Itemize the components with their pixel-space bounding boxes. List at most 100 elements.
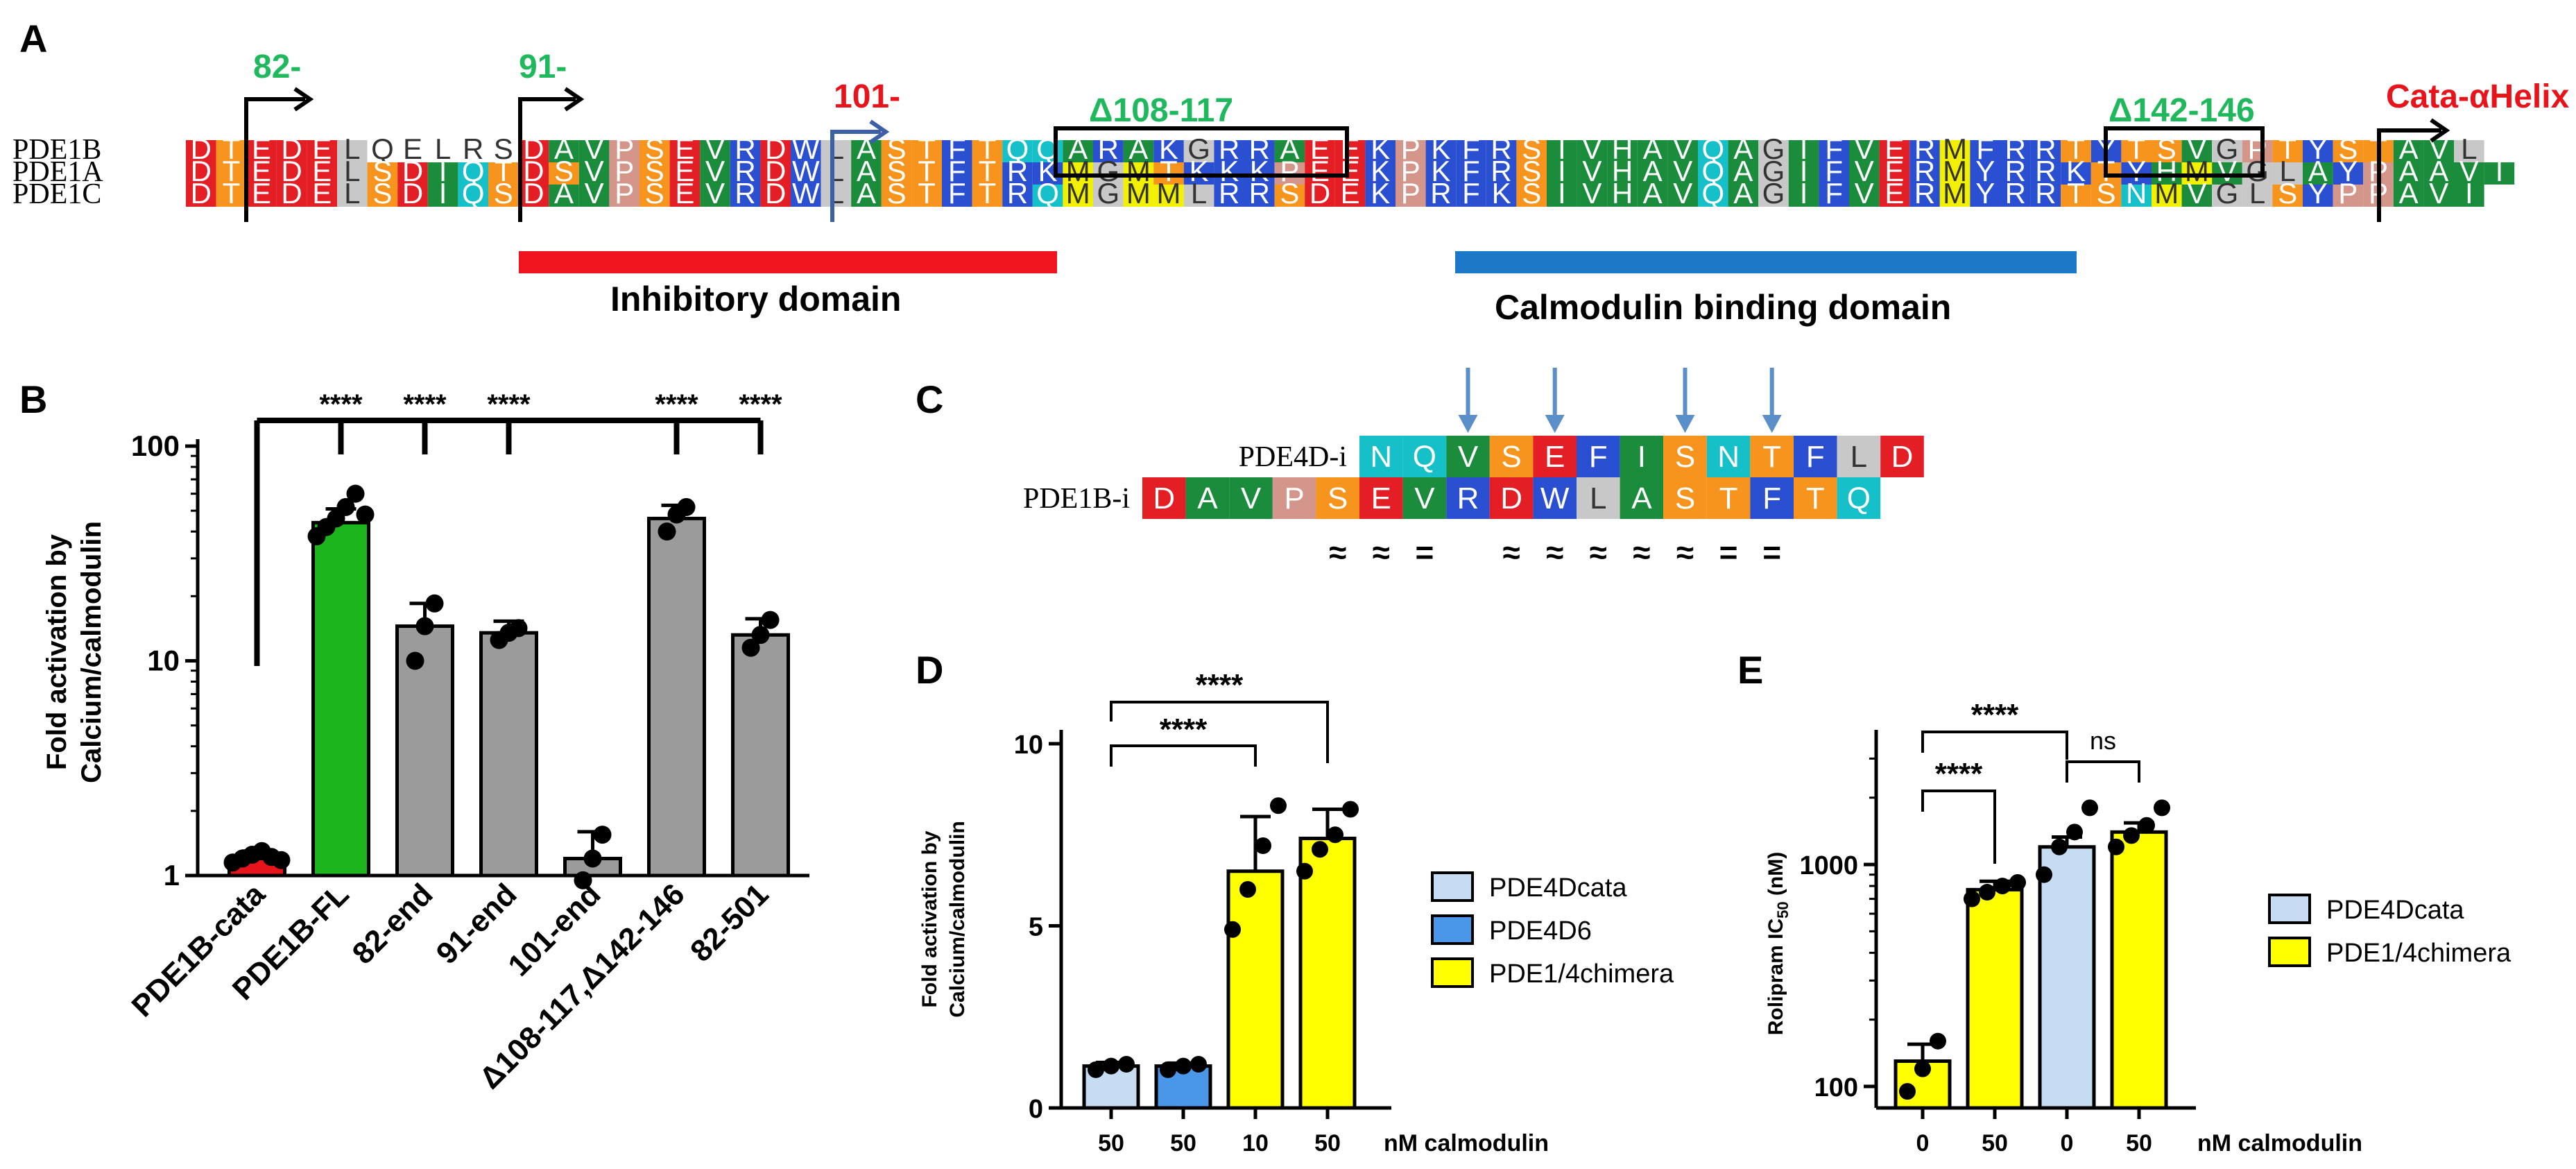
residue-letter: K	[1159, 133, 1178, 165]
residue-letter: P	[2338, 177, 2358, 210]
residue-cell	[1939, 185, 1970, 207]
residue-letter: E	[312, 155, 332, 187]
residue-letter: R	[2035, 133, 2056, 165]
residue-letter: R	[1914, 133, 1935, 165]
residue-letter: A	[1128, 133, 1148, 165]
down-arrow-head	[1545, 415, 1565, 433]
residue-letter: E	[675, 155, 694, 187]
residue-letter: W	[792, 155, 820, 187]
residue-letter: T	[223, 177, 241, 210]
residue-letter: K	[2066, 155, 2086, 187]
residue-letter: R	[1491, 133, 1511, 165]
residue-cell	[458, 162, 488, 185]
residue-letter: N	[1370, 440, 1392, 474]
residue-letter: F	[1825, 155, 1843, 187]
residue-cell	[730, 162, 761, 185]
residue-letter: S	[645, 177, 664, 210]
residue-cell	[1365, 185, 1396, 207]
residue-cell	[246, 140, 277, 162]
residue-letter: M	[1066, 155, 1090, 187]
residue-letter: T	[918, 155, 936, 187]
legend-label: PDE4Dcata	[1489, 873, 1627, 903]
residue-letter: M	[1126, 155, 1151, 187]
residue-letter: Q	[1036, 177, 1059, 210]
bar	[2038, 845, 2096, 1110]
residue-letter: E	[1341, 155, 1360, 187]
data-point	[1160, 1061, 1176, 1078]
residue-cell	[1402, 477, 1447, 519]
residue-letter: W	[792, 177, 820, 210]
residue-letter: E	[1341, 177, 1360, 210]
residue-letter: D	[402, 155, 423, 187]
residue-cell	[2272, 140, 2303, 162]
residue-cell	[760, 185, 791, 207]
residue-letter: K	[1219, 155, 1239, 187]
residue-letter: R	[735, 133, 755, 165]
residue-cell	[1607, 140, 1638, 162]
similarity-symbol: =	[1719, 534, 1738, 570]
residue-cell	[458, 185, 488, 207]
residue-cell	[1486, 140, 1517, 162]
residue-cell	[1305, 140, 1335, 162]
residue-cell	[1879, 162, 1910, 185]
residue-letter: S	[554, 155, 574, 187]
residue-cell	[1402, 436, 1447, 477]
residue-letter: V	[1582, 177, 1602, 210]
residue-letter: S	[494, 133, 513, 165]
residue-letter: G	[2246, 155, 2269, 187]
residue-letter: S	[887, 133, 907, 165]
residue-cell	[276, 140, 307, 162]
data-point	[751, 626, 770, 645]
residue-letter: I	[2496, 155, 2504, 187]
residue-cell	[1305, 185, 1335, 207]
residue-letter: R	[2005, 155, 2026, 187]
residue-cell	[1123, 185, 1154, 207]
y-tick-label: 100	[131, 429, 180, 462]
residue-cell	[1577, 140, 1608, 162]
residue-cell	[911, 140, 942, 162]
data-point	[1118, 1056, 1135, 1073]
residue-letter: V	[1855, 155, 1874, 187]
residue-cell	[518, 162, 549, 185]
residue-letter: I	[1558, 177, 1566, 210]
residue-letter: K	[1250, 155, 1269, 187]
residue-letter: D	[281, 177, 302, 210]
residue-letter: A	[2308, 155, 2328, 187]
sig-label: ****	[403, 389, 447, 420]
residue-letter: M	[2154, 177, 2179, 210]
residue-letter: G	[2216, 133, 2239, 165]
residue-letter: V	[2429, 177, 2448, 210]
residue-letter: K	[1190, 155, 1209, 187]
y-axis-title: Fold activation by	[918, 830, 941, 1007]
residue-cell	[821, 140, 852, 162]
data-point	[2154, 799, 2170, 817]
residue-letter: E	[1310, 133, 1330, 165]
residue-letter: A	[857, 177, 876, 210]
residue-cell	[1880, 436, 1924, 477]
data-point	[1255, 837, 1271, 854]
residue-letter: V	[1673, 177, 1692, 210]
sig-label: ****	[1935, 757, 1983, 791]
residue-letter: Y	[2338, 155, 2358, 187]
residue-cell	[1516, 140, 1547, 162]
residue-cell	[1425, 162, 1457, 185]
residue-cell	[549, 162, 579, 185]
data-point	[2051, 838, 2068, 855]
residue-cell	[1359, 477, 1403, 519]
residue-letter: D	[523, 177, 544, 210]
sig-label: ****	[319, 389, 363, 420]
residue-cell	[2242, 185, 2273, 207]
bar	[1298, 837, 1357, 1110]
residue-cell	[186, 140, 216, 162]
residue-letter: H	[1612, 177, 1633, 210]
residue-cell	[2000, 162, 2031, 185]
residue-letter: D	[765, 177, 786, 210]
residue-cell	[1794, 436, 1837, 477]
residue-letter: T	[223, 133, 241, 165]
residue-cell	[942, 162, 972, 185]
residue-cell	[730, 140, 761, 162]
residue-letter: D	[1500, 481, 1522, 515]
similarity-symbol: ≈	[1373, 534, 1390, 570]
residue-letter: E	[312, 177, 332, 210]
